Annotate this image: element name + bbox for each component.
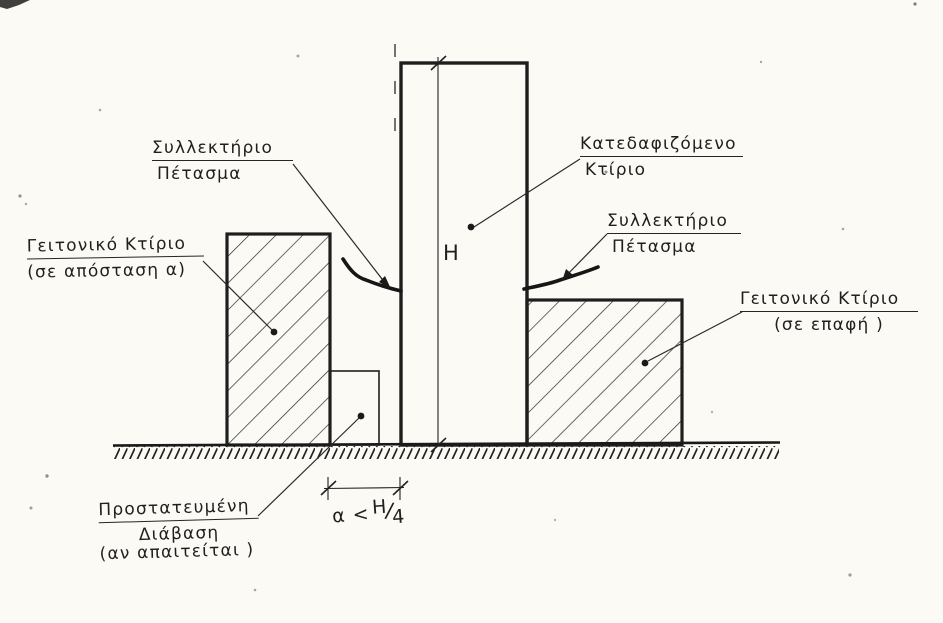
neighbor-building-right [525, 298, 684, 447]
fraction-denominator: 4 [391, 505, 407, 529]
label-neighbor-building-right: Γειτονικό Κτίριο (σε επαφή ) [740, 290, 918, 334]
label-line: Πέτασμα [612, 236, 697, 257]
height-dimension-label: H [441, 241, 461, 265]
label-neighbor-building-left: Γειτονικό Κτίριο (σε απόσταση α) [27, 234, 205, 283]
ground-line [112, 441, 781, 447]
neighbor-building-left [225, 232, 332, 447]
leader-lines [202, 158, 743, 517]
label-line: Κατεδαφιζόμενο [580, 135, 743, 157]
label-line: Συλλεκτήριο [152, 139, 293, 161]
collector-screen-right [522, 265, 600, 291]
distance-prefix: α < [331, 502, 371, 528]
distance-dimension-label: α <H/4 [331, 496, 407, 529]
protected-passage-box [329, 370, 380, 446]
label-line: Κτίριο [585, 159, 647, 180]
scan-artifacts [0, 0, 917, 592]
height-dimension-line [430, 55, 447, 453]
distance-dimension [320, 477, 409, 500]
label-line: Γειτονικό Κτίριο [27, 234, 204, 260]
label-line: Συλλεκτήριο [607, 212, 741, 234]
label-line: Πέτασμα [157, 163, 242, 184]
label-collector-screen-left: Συλλεκτήριο Πέτασμα [152, 139, 293, 183]
ground-hatching [113, 446, 779, 459]
label-demolished-building: Κατεδαφιζόμενο Κτίριο [580, 135, 743, 179]
label-protected-passage: Προστατευμένη Διάβαση (αν απαιτείται ) [98, 496, 260, 565]
label-collector-screen-right: Συλλεκτήριο Πέτασμα [607, 212, 741, 256]
collector-screen-left [341, 257, 403, 293]
label-line: (σε επαφή ) [774, 314, 884, 335]
label-line: Γειτονικό Κτίριο [740, 290, 918, 312]
label-line: (σε απόσταση α) [27, 259, 187, 283]
label-line: Προστατευμένη [98, 496, 259, 523]
demolished-building [399, 61, 529, 447]
